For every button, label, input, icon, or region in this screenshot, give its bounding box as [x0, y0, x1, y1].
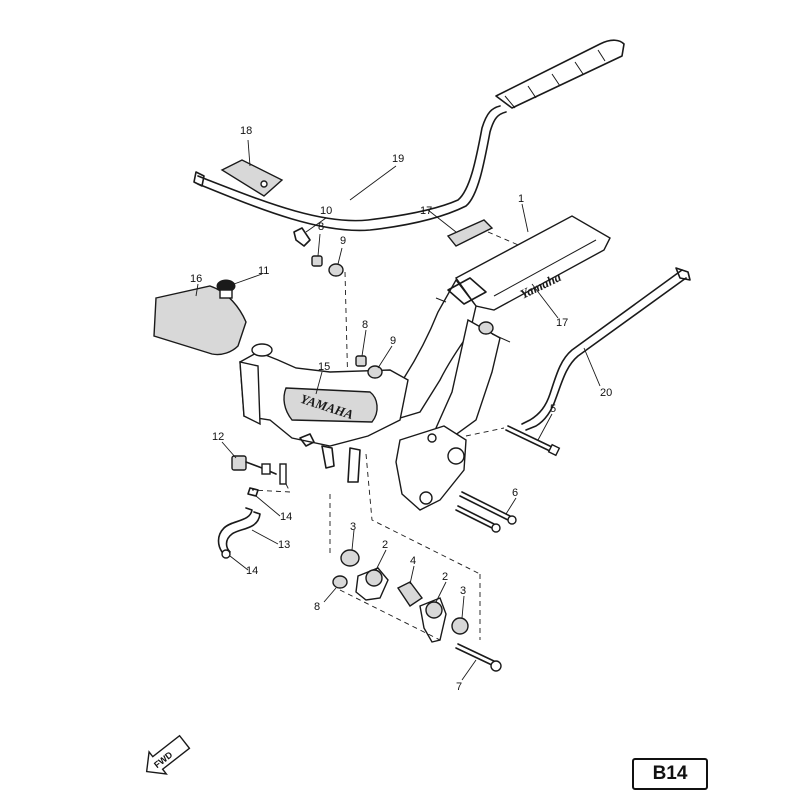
- callout-19: 19: [392, 153, 404, 165]
- part-18-plate: [220, 159, 284, 197]
- callout-15: 15: [318, 361, 330, 373]
- callout-8-mid: 8: [362, 319, 368, 331]
- assembly-guide-lines: [329, 453, 481, 640]
- part-19-upper-rail: [193, 39, 625, 232]
- callout-17-lower: 17: [556, 317, 568, 329]
- upper-mount-hardware: [293, 227, 349, 393]
- callout-12: 12: [212, 431, 224, 443]
- callout-numbers: 18 19 10 8 9 17 1 11 16 8 9 15 17 20 5 1…: [190, 125, 612, 693]
- callout-14-upper: 14: [280, 511, 292, 523]
- forward-direction-arrow: FWD: [145, 734, 191, 775]
- lower-pivot-assembly: [332, 549, 502, 672]
- callout-9-mid: 9: [390, 335, 396, 347]
- callout-1: 1: [518, 193, 524, 205]
- part-12-13-14-hose-assembly: [217, 455, 291, 559]
- page-code-label: B14: [652, 763, 688, 784]
- callout-13: 13: [278, 539, 290, 551]
- callout-20: 20: [600, 387, 612, 399]
- part-11-cap: [216, 279, 236, 299]
- callout-3-left: 3: [350, 521, 356, 533]
- callout-8-upper: 8: [318, 221, 324, 233]
- page-code-box: B14: [632, 758, 708, 790]
- callout-14-lower: 14: [246, 565, 258, 577]
- callout-6: 6: [512, 487, 518, 499]
- callout-4: 4: [410, 555, 416, 567]
- part-5-bolt: [465, 425, 561, 457]
- callout-3-right: 3: [460, 585, 466, 597]
- callout-8-lower: 8: [314, 601, 320, 613]
- callout-10: 10: [320, 205, 332, 217]
- leader-lines: [195, 139, 601, 681]
- part-20-side-rail: [521, 267, 691, 431]
- callout-2-right: 2: [442, 571, 448, 583]
- callout-5: 5: [550, 403, 556, 415]
- callout-16: 16: [190, 273, 202, 285]
- callout-11: 11: [258, 265, 269, 277]
- callout-9-upper: 9: [340, 235, 346, 247]
- callout-7: 7: [456, 681, 462, 693]
- callout-2-left: 2: [382, 539, 388, 551]
- part-6-bolts: [455, 491, 517, 533]
- callout-18: 18: [240, 125, 252, 137]
- part-1-main-frame: Yamaha YAMAHA: [239, 215, 611, 511]
- callout-17-upper: 17: [420, 205, 432, 217]
- mid-mount-hardware: [355, 355, 383, 379]
